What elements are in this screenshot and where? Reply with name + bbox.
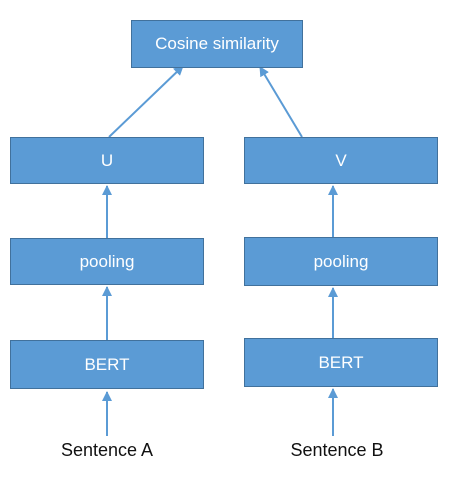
bert-right-box: BERT bbox=[244, 338, 438, 387]
sentence-a-label: Sentence A bbox=[60, 440, 154, 460]
bert-right-label: BERT bbox=[318, 352, 364, 372]
pooling-right-label: pooling bbox=[313, 251, 369, 271]
arrow-u-to-cosine bbox=[108, 65, 184, 138]
v-label: V bbox=[335, 150, 347, 170]
pooling-left-label: pooling bbox=[79, 251, 135, 271]
cosine-similarity-label: Cosine similarity bbox=[155, 34, 279, 53]
pooling-left-box: pooling bbox=[10, 238, 204, 285]
u-box: U bbox=[10, 137, 204, 184]
bert-left-label: BERT bbox=[84, 354, 130, 374]
sentence-b-label: Sentence B bbox=[290, 440, 384, 460]
v-box: V bbox=[244, 137, 438, 184]
u-label: U bbox=[100, 150, 114, 170]
cosine-similarity-box: Cosine similarity bbox=[131, 20, 303, 68]
arrow-v-to-cosine bbox=[259, 66, 303, 138]
pooling-right-box: pooling bbox=[244, 237, 438, 286]
bert-left-box: BERT bbox=[10, 340, 204, 389]
